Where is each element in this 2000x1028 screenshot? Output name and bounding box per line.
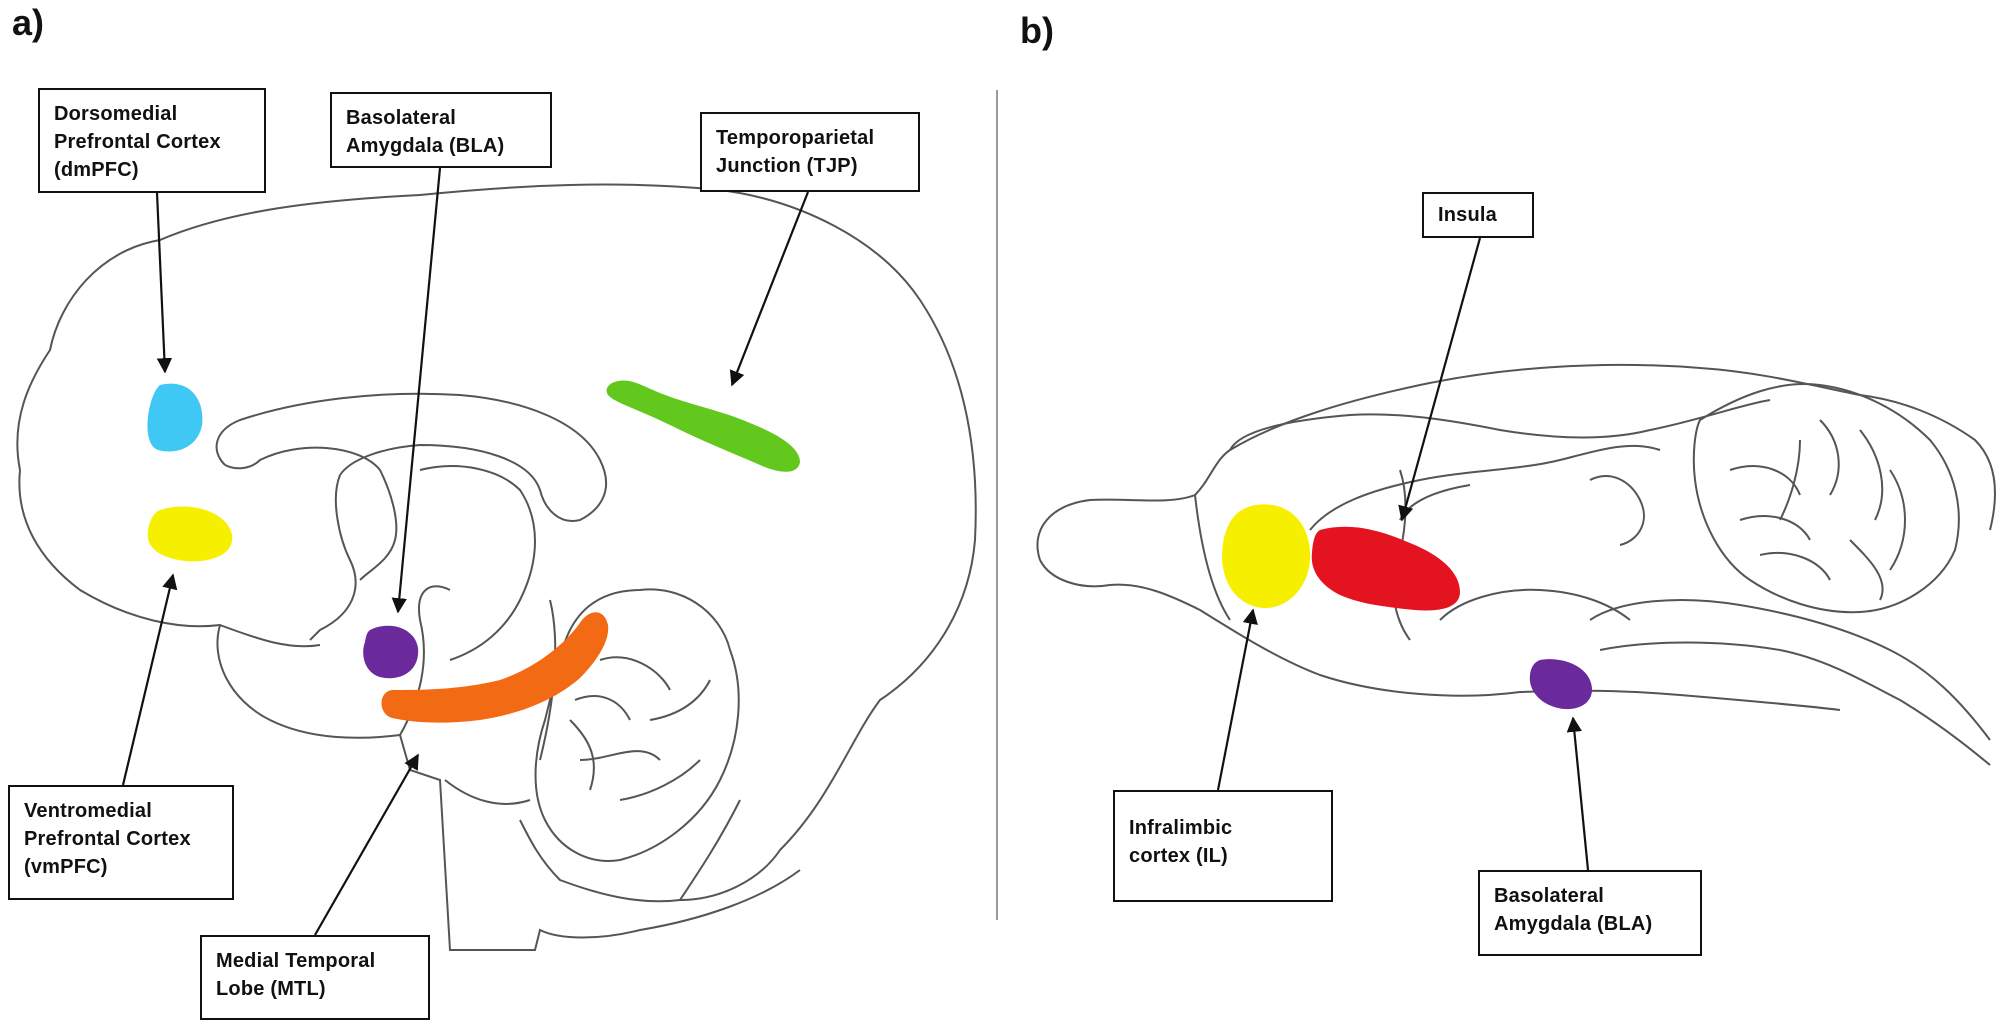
- tjp-label-box: Temporoparietal Junction (TJP): [700, 112, 920, 192]
- il-arrow: [1216, 608, 1258, 791]
- il-label-line: Infralimbic: [1129, 817, 1233, 839]
- bla-label-box: Basolateral Amygdala (BLA): [330, 92, 552, 168]
- vmpfc-arrow: [121, 573, 178, 786]
- mtl-region: [381, 612, 609, 723]
- rat-bla-label-line: Amygdala (BLA): [1494, 913, 1653, 935]
- rat-bla-arrow: [1566, 716, 1590, 871]
- rat-bla-label-box: Basolateral Amygdala (BLA): [1478, 870, 1702, 956]
- dmpfc-label-line: Dorsomedial: [54, 103, 178, 125]
- vmpfc-label-box: Ventromedial Prefrontal Cortex (vmPFC): [8, 785, 234, 900]
- vmpfc-region: [147, 506, 233, 562]
- dmpfc-arrow: [155, 192, 173, 374]
- rat-brain-outline: [1036, 363, 1996, 766]
- rat-bla-label-line: Basolateral: [1494, 885, 1605, 907]
- dmpfc-label-line: Prefrontal Cortex: [54, 131, 221, 153]
- tjp-region: [606, 380, 800, 472]
- panel-b-letter: b): [1020, 10, 1054, 51]
- rat-bla-region: [1529, 659, 1593, 710]
- tjp-arrow: [729, 191, 810, 387]
- bla-label-line: Basolateral: [346, 107, 457, 129]
- bla-arrow: [391, 167, 442, 614]
- dmpfc-label-box: Dorsomedial Prefrontal Cortex (dmPFC): [38, 88, 266, 193]
- bla-label-line: Amygdala (BLA): [346, 135, 505, 157]
- panel-a-letter: a): [12, 2, 45, 43]
- mtl-label-line: Medial Temporal: [216, 950, 376, 972]
- mtl-arrow: [314, 753, 419, 936]
- vmpfc-label-line: (vmPFC): [24, 856, 108, 878]
- insula-region: [1311, 526, 1460, 611]
- tjp-label-line: Temporoparietal: [716, 127, 875, 149]
- il-label-line: cortex (IL): [1129, 845, 1228, 867]
- dmpfc-label-line: (dmPFC): [54, 159, 139, 181]
- il-label-box: Infralimbic cortex (IL): [1113, 790, 1333, 902]
- vmpfc-label-line: Ventromedial: [24, 800, 152, 822]
- bla-region: [363, 625, 419, 679]
- vmpfc-label-line: Prefrontal Cortex: [24, 828, 191, 850]
- insula-label-line: Insula: [1438, 204, 1497, 226]
- dmpfc-region: [147, 383, 203, 452]
- mtl-label-box: Medial Temporal Lobe (MTL): [200, 935, 430, 1020]
- insula-arrow: [1398, 237, 1482, 522]
- tjp-label-line: Junction (TJP): [716, 155, 858, 177]
- insula-label-box: Insula: [1422, 192, 1534, 238]
- mtl-label-line: Lobe (MTL): [216, 978, 326, 1000]
- il-region: [1222, 504, 1311, 609]
